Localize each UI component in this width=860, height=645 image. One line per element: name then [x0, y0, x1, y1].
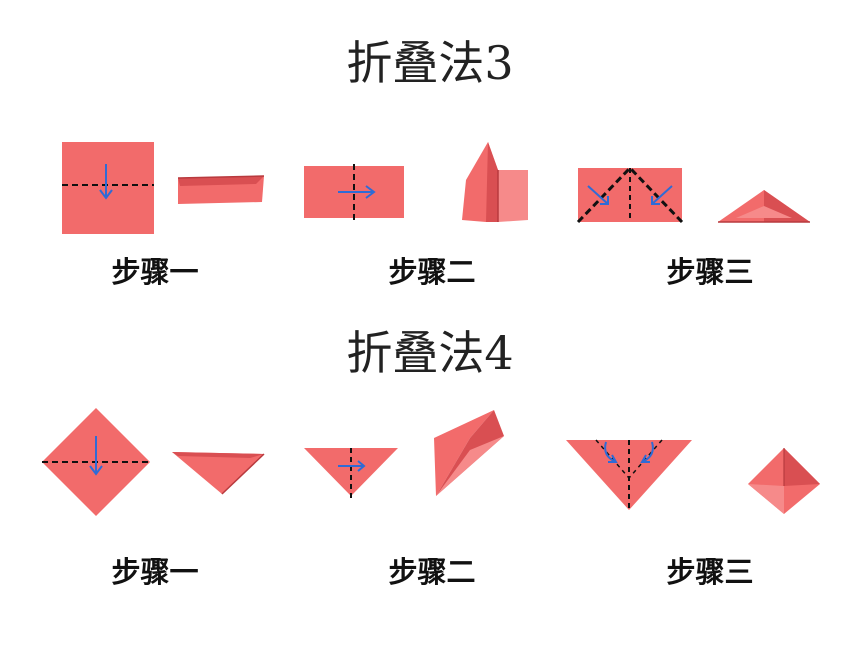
method3-step3-label: 步骤三 [666, 255, 754, 289]
arrow-down-left-icon [651, 185, 673, 205]
fold-line-triangle [576, 165, 684, 224]
paper-square [62, 142, 154, 234]
arrow-right-icon [338, 460, 366, 472]
arrow-down-icon [99, 164, 113, 200]
method3-step1-label: 步骤一 [111, 255, 199, 289]
curved-arrow-left-icon [604, 441, 618, 463]
method4-step2-label: 步骤二 [388, 555, 476, 589]
method4-step2-folded-piece [434, 410, 504, 496]
arrow-right-icon [338, 185, 376, 199]
method3-step3-rectangle-triangle-diagram [576, 165, 684, 224]
method4-step1-diamond-fold-diagram [42, 408, 150, 516]
method3-step1-folded-strip [177, 175, 265, 204]
arrow-down-icon [89, 436, 103, 476]
method4-step1-label: 步骤一 [111, 555, 199, 589]
method4-step3-folded-diamond [748, 448, 820, 514]
method4-step3-triangle-fold-diagram [566, 439, 692, 510]
method3-step2-rectangle-fold-diagram [304, 164, 404, 220]
method-3-title: 折叠法3 [346, 36, 514, 90]
method4-step3-label: 步骤三 [666, 555, 754, 589]
curved-arrow-right-icon [640, 441, 654, 463]
method3-step2-folded-piece [462, 142, 528, 222]
method4-step1-folded-triangle [172, 452, 265, 495]
fold-line-right [628, 439, 663, 479]
method4-step2-triangle-fold-diagram [304, 448, 398, 498]
method-4-title: 折叠法4 [346, 326, 514, 380]
arrow-down-right-icon [587, 185, 609, 205]
method3-step2-label: 步骤二 [388, 255, 476, 289]
method3-step3-folded-triangle [718, 190, 810, 223]
fold-line-left [595, 439, 630, 479]
method3-step1-square-fold-diagram [62, 142, 154, 234]
